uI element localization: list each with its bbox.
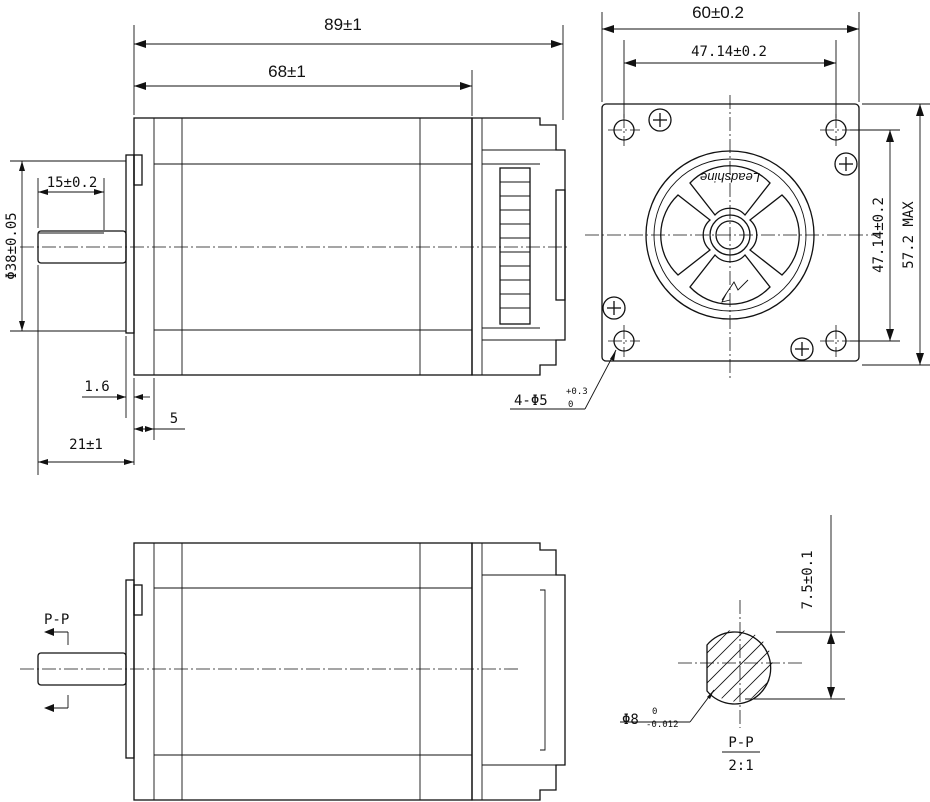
- shaft-tol-lower: -0.012: [646, 720, 679, 730]
- section-label: P-P: [44, 612, 69, 628]
- mount-hole-callout: 4-Φ5: [514, 393, 548, 409]
- section-caption: P-P: [728, 735, 753, 751]
- dim-hole-spacing-h: 47.14±0.2: [691, 44, 767, 60]
- terminal-pins: [500, 181, 530, 309]
- front-flange: [601, 103, 860, 362]
- dim-flange-thickness: 1.6: [84, 379, 109, 395]
- terminal-block: [499, 167, 531, 325]
- dim-flat-depth: 7.5±0.1: [800, 550, 816, 609]
- shaft-tol-upper: 0: [652, 707, 657, 717]
- dim-overall-length: 89±1: [324, 15, 362, 34]
- section-view: 7.5±0.1 Φ8 0 -0.012 P-P 2:1: [620, 515, 845, 774]
- dim-hole-spacing-v: 47.14±0.2: [871, 197, 887, 273]
- flange-tab: [133, 154, 143, 186]
- shaft-dia-callout: Φ8: [622, 712, 639, 728]
- flange-plate: [125, 154, 135, 334]
- dim-pilot-depth: 5: [170, 411, 178, 427]
- dim-pilot-diameter: Φ38±0.05: [4, 212, 20, 279]
- section-scale: 2:1: [728, 758, 753, 774]
- screw-icon: [602, 108, 858, 361]
- encoder-cover: [645, 150, 815, 320]
- encoder-block-2: [471, 542, 566, 801]
- dim-max-height: 57.2 MAX: [901, 201, 917, 269]
- dim-shaft-length: 21±1: [69, 437, 103, 453]
- front-view: Leadshine 60±0.2 47.14±0.2 47.14±0.2: [510, 3, 930, 410]
- arrow-logo-icon: [721, 279, 749, 303]
- hub: [709, 214, 751, 256]
- brand-logo: Leadshine: [700, 170, 760, 185]
- dim-flat-length: 15±0.2: [47, 175, 98, 191]
- dim-flange-width: 60±0.2: [692, 3, 744, 22]
- encoder-block: [471, 117, 566, 376]
- motor-body-2: [133, 542, 473, 801]
- mount-hole-tol-upper: +0.3: [566, 387, 588, 397]
- mount-holes: [608, 114, 852, 357]
- motor-body: [133, 117, 473, 376]
- top-side-view: 89±1 68±1 15±0.2 Φ38±0.05 1.6: [4, 15, 570, 475]
- mount-hole-tol-lower: 0: [568, 400, 573, 410]
- bottom-side-view: P-P: [20, 542, 566, 801]
- dim-body-length: 68±1: [268, 62, 306, 81]
- shaft-section: [706, 631, 772, 705]
